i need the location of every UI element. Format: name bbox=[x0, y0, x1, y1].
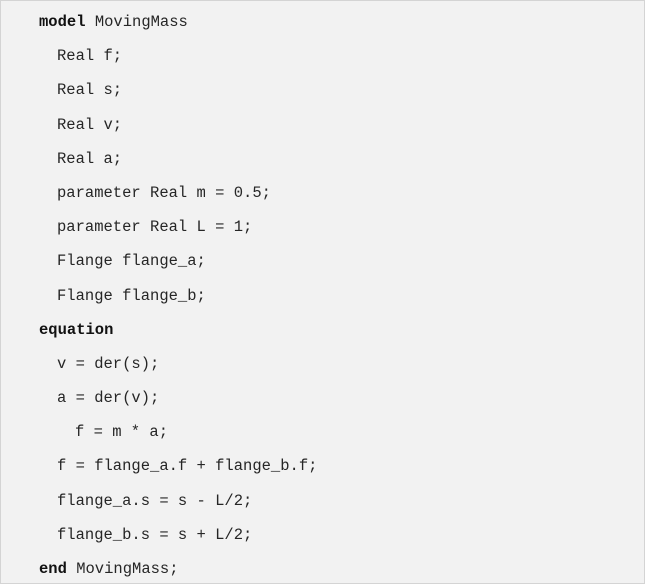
code-line-flange-a: Flange flange_a; bbox=[57, 252, 206, 271]
code-line-variable-a: Real a; bbox=[57, 149, 123, 168]
code-line-parameter-l: parameter Real L = 1; bbox=[57, 218, 253, 237]
keyword-end: end bbox=[39, 560, 67, 578]
code-line-velocity-equation: v = der(s); bbox=[57, 354, 160, 373]
code-body: model MovingMass Real f; Real s; Real v;… bbox=[39, 5, 639, 586]
code-line-variable-s: Real s; bbox=[57, 81, 123, 100]
keyword-model: model bbox=[39, 13, 86, 31]
code-line-acceleration-equation: a = der(v); bbox=[57, 389, 160, 408]
code-line-flange-a-position: flange_a.s = s - L/2; bbox=[57, 491, 253, 510]
code-line-parameter-m: parameter Real m = 0.5; bbox=[57, 183, 271, 202]
keyword-equation: equation bbox=[39, 320, 114, 339]
code-line-equation-keyword: equation bbox=[39, 313, 639, 347]
end-model-name: MovingMass; bbox=[66, 560, 179, 578]
code-line-force-balance: f = flange_a.f + flange_b.f; bbox=[57, 457, 318, 476]
model-name: MovingMass bbox=[85, 13, 188, 31]
code-line-model-declaration: model MovingMass bbox=[39, 5, 639, 39]
code-line-variable-v: Real v; bbox=[57, 115, 123, 134]
code-line-end-model: end MovingMass; bbox=[39, 552, 639, 586]
code-line-variable-f: Real f; bbox=[57, 47, 123, 66]
code-line-flange-b-position: flange_b.s = s + L/2; bbox=[57, 525, 253, 544]
code-line-flange-b: Flange flange_b; bbox=[57, 286, 206, 305]
code-line-force-equation: f = m * a; bbox=[75, 423, 169, 442]
